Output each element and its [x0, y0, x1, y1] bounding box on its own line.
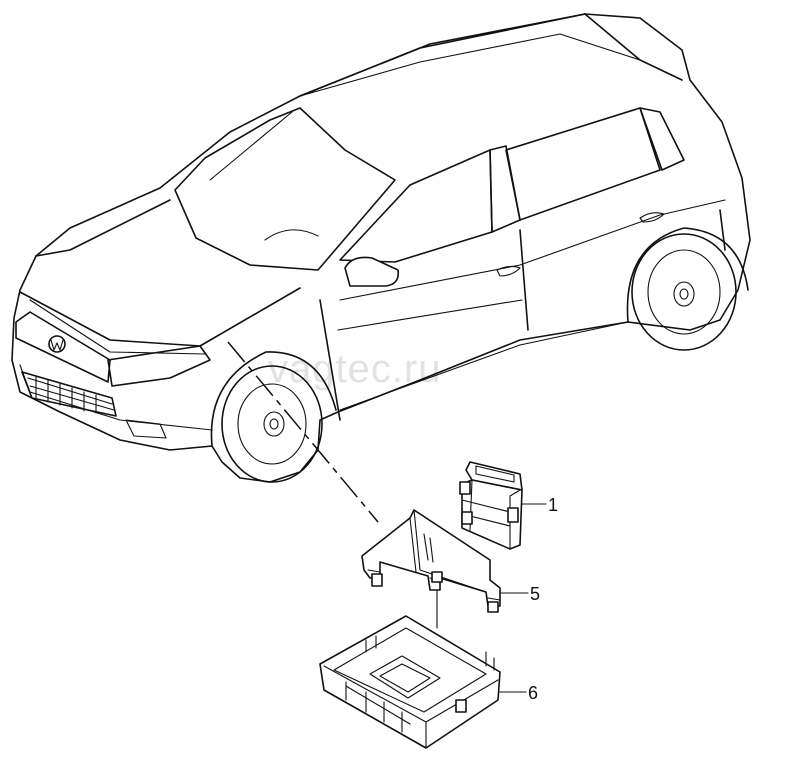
watermark: vagtec.ru	[268, 347, 442, 391]
part-6-tray	[319, 615, 501, 749]
callout-6-label: 6	[528, 683, 538, 703]
location-leader-line	[227, 341, 379, 523]
car-illustration	[11, 13, 751, 483]
callout-5-label: 5	[530, 584, 540, 604]
callout-1-label: 1	[548, 495, 558, 515]
part-5-bracket	[361, 509, 501, 613]
part-1-control-unit	[459, 461, 523, 550]
